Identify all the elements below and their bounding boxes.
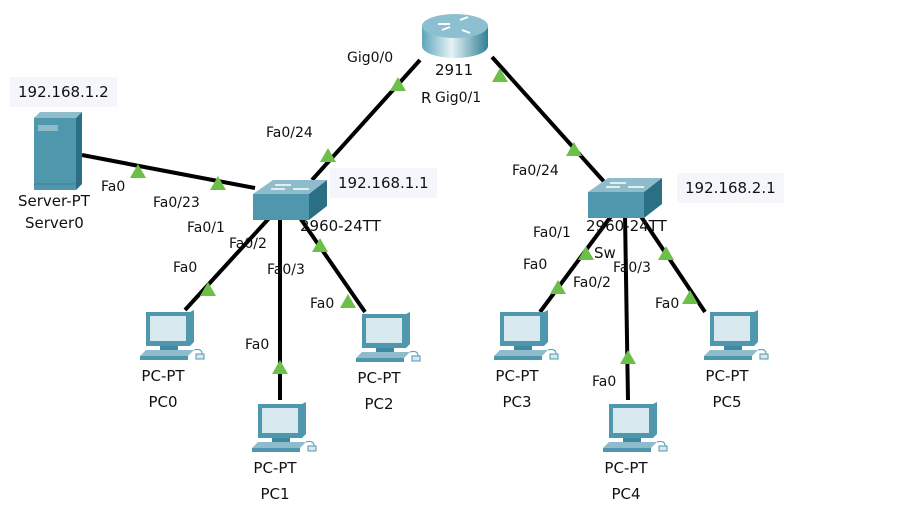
switch0-model-label: 2960-24TT (300, 217, 381, 235)
network-link[interactable] (183, 213, 274, 312)
network-link[interactable] (296, 213, 367, 314)
pc-name-label: PC2 (364, 395, 394, 413)
switch1-name-label: Sw (594, 244, 616, 262)
port-label: Fa0/24 (266, 125, 313, 141)
port-label: Fa0/2 (229, 236, 267, 252)
pc-name-label: PC3 (502, 393, 532, 411)
link-up-indicator (312, 238, 328, 252)
pc-icon[interactable] (356, 312, 422, 362)
pc-type-label: PC-PT (705, 367, 749, 385)
pc-name-label: PC0 (148, 393, 178, 411)
port-label: Fa0 (523, 257, 548, 273)
link-up-indicator (492, 68, 508, 82)
switch1-model-label: 2960-24TT (586, 217, 667, 235)
switch1-ip-label: 192.168.2.1 (677, 173, 784, 203)
pc-icon[interactable] (603, 402, 669, 452)
port-label: Fa0/24 (512, 163, 559, 179)
switch0-ip-label: 192.168.1.1 (330, 168, 437, 198)
link-up-indicator (272, 360, 288, 374)
router-name-label: R (421, 89, 432, 107)
pc-type-label: PC-PT (253, 459, 297, 477)
server-type-label: Server-PT (18, 192, 90, 210)
link-up-indicator (210, 176, 226, 190)
port-label: Fa0/1 (533, 225, 571, 241)
network-link[interactable] (81, 153, 256, 190)
router-icon[interactable] (420, 12, 490, 60)
pc-type-label: PC-PT (604, 459, 648, 477)
server-ip-label: 192.168.1.2 (10, 77, 117, 107)
link-up-indicator (200, 282, 216, 296)
port-label: Gig0/0 (347, 50, 394, 66)
network-link[interactable] (638, 213, 707, 314)
link-up-indicator (340, 294, 356, 308)
port-label: Fa0 (655, 296, 680, 312)
switch1-icon[interactable] (588, 176, 663, 220)
pc-type-label: PC-PT (495, 367, 539, 385)
port-label: Fa0 (173, 260, 198, 276)
pc-type-label: PC-PT (141, 367, 185, 385)
pc-icon[interactable] (140, 310, 206, 360)
router-model-label: 2911 (435, 61, 474, 79)
link-up-indicator (566, 142, 582, 156)
port-label: Fa0/3 (613, 260, 651, 276)
network-link[interactable] (623, 214, 630, 401)
port-label: Fa0 (310, 296, 335, 312)
link-up-indicator (578, 246, 594, 260)
port-label: Fa0/23 (153, 195, 200, 211)
network-link[interactable] (490, 55, 609, 187)
link-up-indicator (130, 164, 146, 178)
port-label: Fa0 (101, 179, 126, 195)
port-label: Fa0 (592, 374, 617, 390)
link-up-indicator (658, 246, 674, 260)
pc-type-label: PC-PT (357, 369, 401, 387)
port-label: Fa0 (245, 337, 270, 353)
port-label: Fa0/1 (187, 220, 225, 236)
link-up-indicator (682, 290, 698, 304)
link-up-indicator (620, 350, 636, 364)
link-up-indicator (390, 77, 406, 91)
pc-name-label: PC5 (712, 393, 742, 411)
link-up-indicator (550, 280, 566, 294)
server-icon[interactable] (34, 112, 82, 190)
pc-icon[interactable] (252, 402, 318, 452)
port-label: Gig0/1 (435, 90, 482, 106)
port-label: Fa0/3 (267, 262, 305, 278)
pc-icon[interactable] (704, 310, 770, 360)
pc-name-label: PC4 (611, 485, 641, 503)
link-up-indicator (320, 148, 336, 162)
pc-name-label: PC1 (260, 485, 290, 503)
port-label: Fa0/2 (573, 275, 611, 291)
switch0-icon[interactable] (253, 178, 328, 222)
server-name-label: Server0 (25, 214, 84, 232)
pc-icon[interactable] (494, 310, 560, 360)
network-link[interactable] (538, 213, 614, 314)
